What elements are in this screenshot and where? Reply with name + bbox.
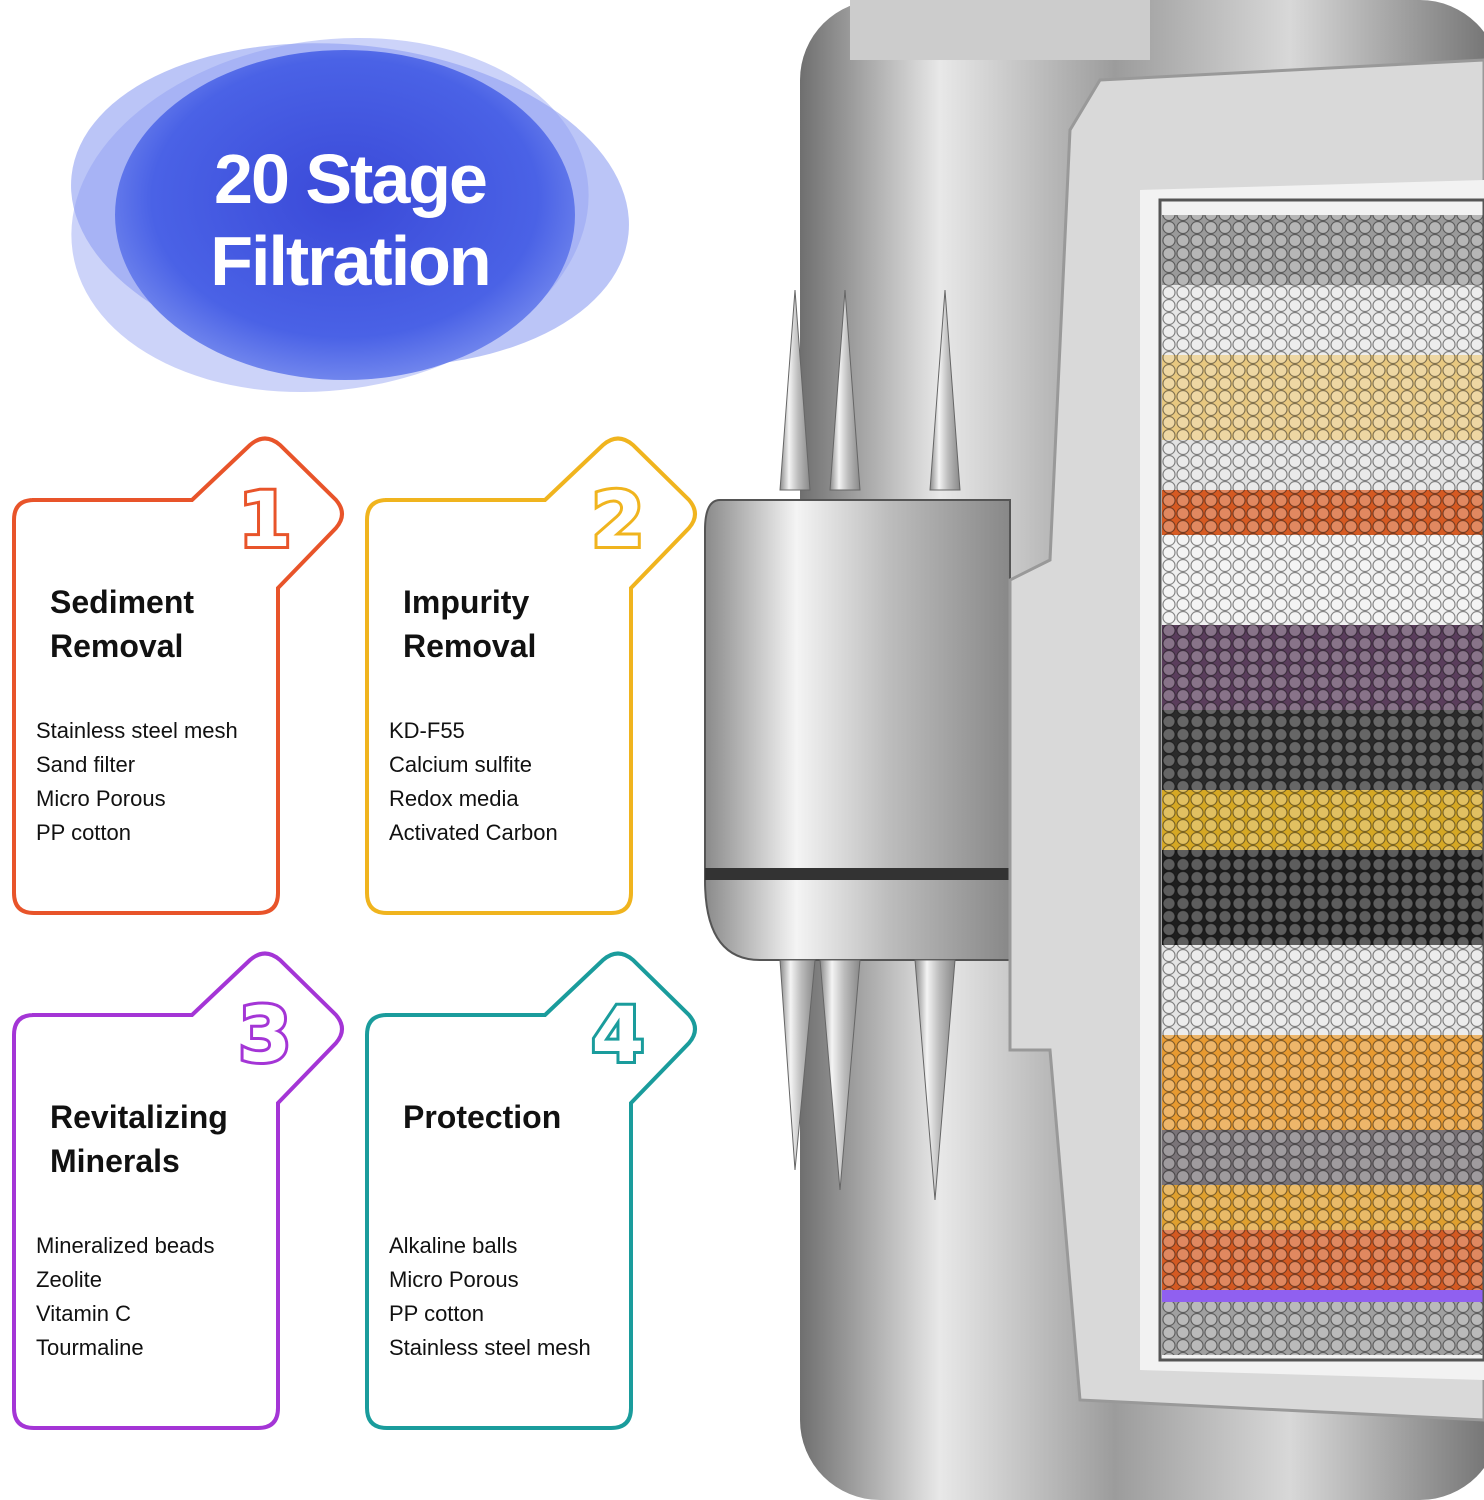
card-item: PP cotton: [36, 820, 131, 845]
card-title-line: Removal: [50, 628, 184, 664]
card-item: Alkaline balls: [389, 1233, 518, 1258]
title-line-2: Filtration: [210, 222, 491, 300]
card-item: Zeolite: [36, 1267, 103, 1292]
card-item: Vitamin C: [36, 1301, 131, 1326]
filter-layer-texture: [1162, 1185, 1484, 1230]
card-item: Calcium sulfite: [389, 752, 533, 777]
card-title-line: Minerals: [50, 1143, 180, 1179]
card-number: 2: [592, 475, 645, 564]
card-item: Stainless steel mesh: [389, 1335, 591, 1360]
filter-layer-texture: [1162, 285, 1484, 355]
card-item: Mineralized beads: [36, 1233, 215, 1258]
filter-layer-texture: [1162, 710, 1484, 790]
card-number: 4: [592, 990, 645, 1079]
shower-filter-cutaway: [704, 0, 1484, 1500]
card-title-line: Impurity: [403, 584, 530, 620]
page-title: 20 Stage Filtration: [140, 138, 560, 302]
card-frame: [12, 436, 344, 915]
card-number: 1: [239, 475, 292, 564]
card-item: Redox media: [389, 786, 519, 811]
card-item: KD-F55: [389, 718, 465, 743]
card-title: Protection: [403, 1095, 561, 1139]
card-title-line: Removal: [403, 628, 537, 664]
title-line-1: 20 Stage: [214, 140, 488, 218]
filter-layer-texture: [1162, 625, 1484, 710]
filter-layer-texture: [1162, 1035, 1484, 1130]
card-frame: [365, 951, 697, 1430]
filter-layer-texture: [1162, 440, 1484, 490]
card-title-line: Revitalizing: [50, 1099, 228, 1135]
card-item: Activated Carbon: [389, 820, 558, 845]
card-frame: [12, 951, 344, 1430]
card-frame: [365, 436, 697, 915]
filter-layer-texture: [1162, 850, 1484, 945]
card-item: Micro Porous: [389, 1267, 519, 1292]
filter-layer-texture: [1162, 945, 1484, 1035]
card-item: Stainless steel mesh: [36, 718, 238, 743]
filter-layer-texture: [1162, 1302, 1484, 1355]
card-title-line: Protection: [403, 1099, 562, 1135]
filter-layer-texture: [1162, 1230, 1484, 1290]
card-item: Tourmaline: [36, 1335, 144, 1360]
card-item: PP cotton: [389, 1301, 484, 1326]
card-number: 3: [239, 990, 292, 1079]
filter-layer-texture: [1162, 535, 1484, 625]
title-blob: [71, 37, 629, 393]
filter-layer-texture: [1162, 490, 1484, 535]
filter-layer-texture: [1162, 215, 1484, 285]
filter-layer-texture: [1162, 1130, 1484, 1185]
filter-layer-texture: [1162, 790, 1484, 850]
filter-layer-texture: [1162, 355, 1484, 440]
card-title-line: Sediment: [50, 584, 195, 620]
card-item: Sand filter: [36, 752, 136, 777]
filter-layer: [1162, 1290, 1484, 1302]
card-item: Micro Porous: [36, 786, 166, 811]
